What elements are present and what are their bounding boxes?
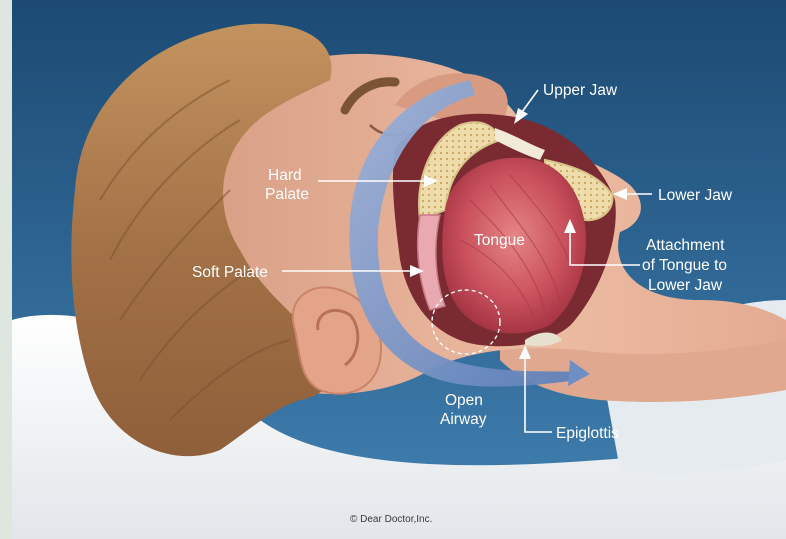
- label-hard-palate-line2: Palate: [265, 186, 309, 203]
- label-tongue: Tongue: [474, 232, 525, 249]
- label-open-airway-line2: Airway: [440, 411, 487, 428]
- label-lower-jaw: Lower Jaw: [658, 187, 733, 204]
- label-attachment-line1: Attachment: [646, 237, 725, 254]
- credit-text: © Dear Doctor,Inc.: [350, 514, 432, 525]
- label-hard-palate-line1: Hard: [268, 167, 302, 184]
- label-attachment-line3: Lower Jaw: [648, 277, 723, 294]
- label-open-airway-line1: Open: [445, 392, 483, 409]
- label-soft-palate: Soft Palate: [192, 264, 268, 281]
- label-upper-jaw: Upper Jaw: [543, 82, 618, 99]
- left-frame-strip: [0, 0, 12, 539]
- label-attachment-line2: of Tongue to: [642, 257, 727, 274]
- label-epiglottis: Epiglottis: [556, 425, 619, 442]
